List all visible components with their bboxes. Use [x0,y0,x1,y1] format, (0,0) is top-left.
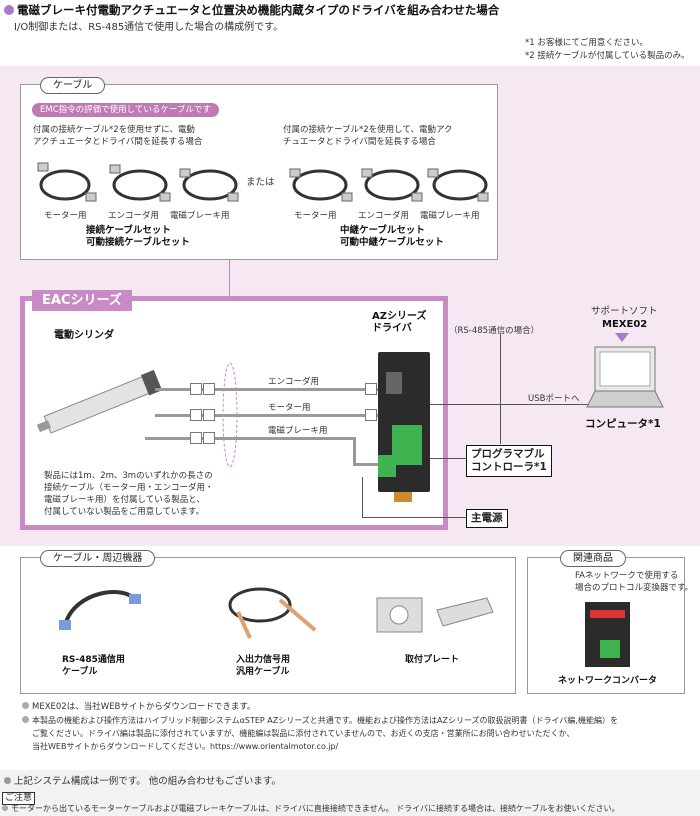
emc-badge: EMC指令の評価で使用しているケーブルです [32,103,219,117]
caution-text: モーターから出ているモーターケーブルおよび電磁ブレーキケーブルは、ドライバに直接… [2,803,620,814]
driver-label-1: AZシリーズ [372,311,427,322]
plc-box: プログラマブルコントローラ*1 [466,445,552,477]
bottom-band [0,770,700,816]
note-1: *1 お客様にてご用意ください。 [525,38,648,48]
line-label-motor: モーター用 [268,403,311,413]
motor-connector-a [190,409,202,421]
set-right-2: 可動中継ケーブルセット [340,237,444,248]
or-label: または [246,177,275,188]
footnote-2: 本製品の機能および操作方法はハイブリッド制御システムαSTEP AZシリーズと共… [22,714,618,727]
system-note: 上記システム構成は一例です。 他の組み合わせもございます。 [4,775,281,788]
related-desc-2: 場合のプロトコル変換器です。 [575,583,694,593]
usb-line [430,404,590,405]
line-label-encoder: エンコーダ用 [268,377,320,387]
converter-display [590,610,625,618]
bullet-icon [4,5,14,15]
eac-desc-2: 接続ケーブル（モーター用・エンコーダ用・ [44,483,214,493]
cylinder-illustration [36,369,163,434]
cable-illustrations-left [37,162,239,202]
computer-icon [586,346,664,408]
related-desc-1: FAネットワークで使用する [575,571,679,581]
computer-label: コンピュータ*1 [585,418,661,430]
footnote-1: MEXE02は、当社WEBサイトからダウンロードできます。 [22,701,255,714]
driver-port [386,372,402,394]
label-left-brake: 電磁ブレーキ用 [170,211,230,221]
caution-tag: ご注意 [2,792,36,805]
brake-connector-a [190,432,202,444]
brake-connector-b [203,432,215,444]
encoder-connector-driver [365,383,377,395]
encoder-cable-line [155,388,380,391]
brake-cable-drop [353,437,356,465]
plc-line [430,458,468,459]
related-tag: 関連商品 [560,550,626,567]
label-right-motor: モーター用 [294,211,337,221]
driver-mount [394,492,412,502]
cable-tag: ケーブル [40,77,106,94]
left-desc-1: 付属の接続ケーブル*2を使用せずに、電動 [33,125,195,135]
footnote-3: ご覧ください。ドライバ編は製品に添付されていますが、機能編は製品に添付されていま… [32,729,575,738]
mounting-plate-icon [376,597,494,633]
brake-cable-line [145,437,355,440]
left-desc-2: アクチュエータとドライバ間を延長する場合 [33,137,203,147]
motor-cable-line [155,414,380,417]
power-box: 主電源 [466,509,508,528]
cable-illustrations-right [289,168,489,202]
motor-connector-driver [365,409,377,421]
encoder-connector-b [203,383,215,395]
cable-extension-ellipse [222,362,238,468]
rs485-cable-label-1: RS-485通信用 [62,655,125,665]
encoder-connector-a [190,383,202,395]
label-left-encoder: エンコーダ用 [108,211,160,221]
footnote-4: 当社WEBサイトからダウンロードしてください。https://www.orien… [32,742,339,751]
peripherals-box [20,557,516,694]
usb-label: USBポートへ [528,394,580,404]
eac-title: EACシリーズ [32,290,132,311]
support-soft-label: サポートソフト [591,306,658,317]
rs485-note: （RS-485通信の場合） [449,326,540,336]
eac-desc-4: 付属していない製品をご用意しています。 [44,507,205,517]
bullet-icon [4,777,11,784]
bullet-icon [22,702,29,709]
rs485-line [500,334,501,444]
motor-connector-b [203,409,215,421]
io-cable-icon [228,587,317,639]
arrow-down-icon [615,333,629,342]
power-line-h [362,517,466,518]
power-line-v [362,477,363,517]
label-right-encoder: エンコーダ用 [358,211,410,221]
driver-terminal [392,425,422,465]
rs485-cable-label-2: ケーブル [62,667,98,677]
rs485-cable-icon [59,590,141,630]
set-left-2: 可動接続ケーブルセット [86,237,190,248]
bullet-icon [22,716,29,723]
set-right-1: 中継ケーブルセット [340,225,425,236]
note-2: *2 接続ケーブルが付属している製品のみ。 [525,51,690,61]
peripherals-tag: ケーブル・周辺機器 [40,550,156,567]
mexe02-label: MEXE02 [602,319,648,330]
bullet-icon [2,805,8,811]
right-desc-1: 付属の接続ケーブル*2を使用して、電動アク [283,125,453,135]
io-cable-label-1: 入出力信号用 [236,655,291,665]
set-left-1: 接続ケーブルセット [86,225,171,236]
cylinder-label: 電動シリンダ [54,330,114,341]
page-title: 電磁ブレーキ付電動アクチュエータと位置決め機能内蔵タイプのドライバを組み合わせた… [4,2,499,18]
converter-terminal [600,640,620,658]
eac-desc-3: 電磁ブレーキ用）を付属している製品と、 [44,495,205,505]
eac-desc-1: 製品には1m、2m、3mのいずれかの長さの [44,471,213,481]
label-left-motor: モーター用 [44,211,87,221]
driver-label-2: ドライバ [372,323,412,334]
related-name: ネットワークコンバータ [558,676,658,686]
line-label-brake: 電磁ブレーキ用 [268,426,328,436]
mounting-plate-label: 取付プレート [405,655,460,665]
label-right-brake: 電磁ブレーキ用 [420,211,480,221]
right-desc-2: チュエータとドライバ間を延長する場合 [283,137,436,147]
io-cable-label-2: 汎用ケーブル [236,667,290,677]
driver-terminal-lower [378,455,396,477]
brake-cable-end [353,463,380,466]
page-subtitle: I/O制御または、RS-485通信で使用した場合の構成例です。 [14,22,284,33]
